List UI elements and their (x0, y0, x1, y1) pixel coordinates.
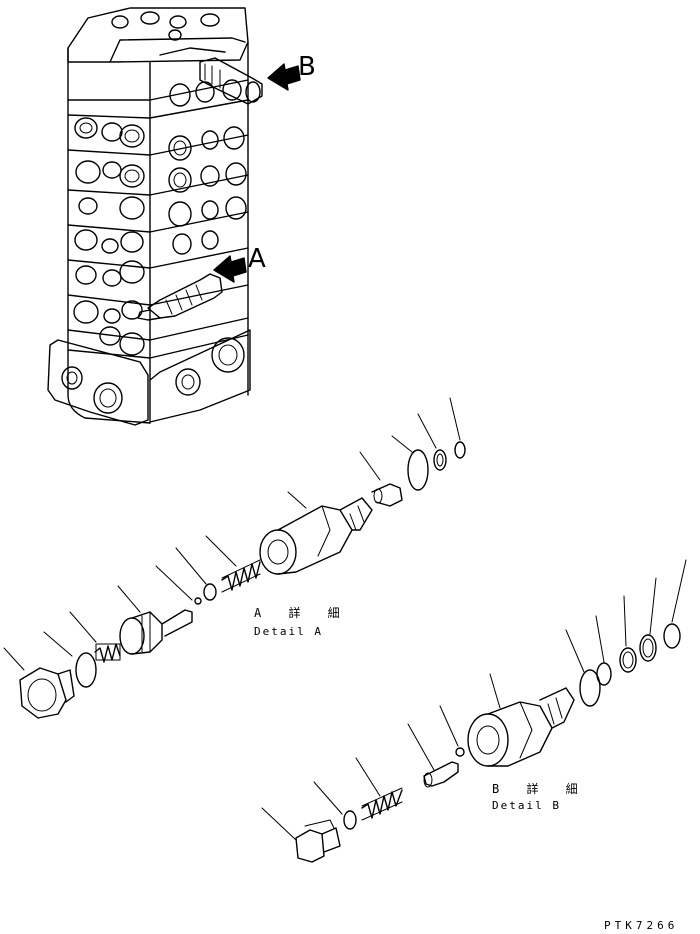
callout-b-letter: B (298, 52, 316, 82)
detail-a-leaders (3, 397, 461, 671)
arrow-b-icon (267, 63, 301, 91)
detail-a-english-label: Detail A (254, 625, 323, 638)
drawing-code: PTK7266 (604, 919, 679, 932)
control-valve-block (47, 7, 263, 426)
detail-b-japanese-label: B 詳 細 (492, 782, 588, 796)
detail-b-parts (295, 623, 681, 863)
arrow-a-icon (213, 255, 247, 283)
detail-b-english-label: Detail B (492, 799, 561, 812)
detail-a-parts (19, 441, 466, 719)
callout-a-letter: A (248, 244, 266, 274)
detail-a-japanese-label: A 詳 細 (254, 606, 350, 620)
detail-b-leaders (261, 559, 687, 841)
